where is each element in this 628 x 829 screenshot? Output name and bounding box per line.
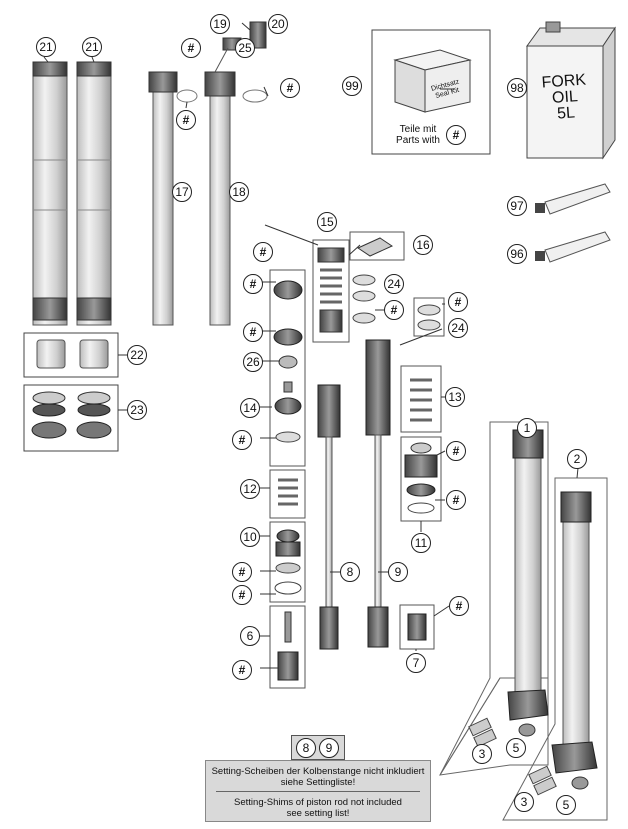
callout-96: 96 [507, 244, 527, 264]
spring-assembly [317, 247, 345, 333]
callout-hash: # [181, 38, 201, 58]
callout-18: 18 [229, 182, 249, 202]
callout-15: 15 [317, 212, 337, 232]
callout-hash: # [446, 490, 466, 510]
bushings [36, 339, 109, 369]
note-de-line-2: siehe Settingliste! [280, 777, 356, 788]
callout-20: 20 [268, 14, 288, 34]
oil-line-3: 5L [556, 104, 576, 123]
setting-shims-note: Setting-Scheiben der Kolbenstange nicht … [205, 760, 431, 822]
outer-tube-left [32, 61, 68, 326]
leader-lines [43, 22, 579, 669]
rings-24-right [417, 304, 441, 331]
callout-hash: # [449, 596, 469, 616]
callout-7: 7 [406, 653, 426, 673]
callout-hash: # [232, 585, 252, 605]
callout-hash: # [232, 430, 252, 450]
callout-25: 25 [235, 38, 255, 58]
rings-24 [352, 274, 376, 324]
seal-kit-box [393, 49, 472, 113]
callout-hash: # [384, 300, 404, 320]
spring-12 [278, 478, 298, 506]
note-en-line-1: Setting-Shims of piston rod not included [234, 797, 402, 808]
fork-oil-can [526, 21, 616, 160]
note-ref-9: 9 [319, 738, 339, 758]
callout-5-lower: 5 [556, 795, 576, 815]
grease-tube-97 [535, 183, 611, 215]
callout-24-upper: 24 [384, 274, 404, 294]
callout-hash: # [446, 441, 466, 461]
grease-tube-96 [535, 231, 611, 263]
fork-leg-2 [551, 491, 598, 774]
spring-13 [410, 378, 432, 422]
callout-10: 10 [240, 527, 260, 547]
base-valve-10 [274, 529, 302, 595]
piston-rod-8 [317, 384, 341, 650]
callout-8: 8 [340, 562, 360, 582]
callout-3-lower: 3 [514, 792, 534, 812]
callout-hash: # [253, 242, 273, 262]
kit-text-de: Teile mit [399, 124, 437, 135]
note-en-line-2: see setting list! [286, 808, 350, 819]
callout-13: 13 [445, 387, 465, 407]
kit-text-en: Parts with [396, 135, 440, 146]
callout-hash: # [446, 125, 466, 145]
callout-98: 98 [507, 78, 527, 98]
outer-tube-right [76, 61, 112, 326]
valve-stack-14 [273, 280, 303, 443]
callout-3-upper: 3 [472, 744, 492, 764]
callout-21-right: 21 [82, 37, 102, 57]
callout-22: 22 [127, 345, 147, 365]
callout-19: 19 [210, 14, 230, 34]
cartridge-tube-17 [148, 71, 178, 326]
callout-hash: # [448, 292, 468, 312]
callout-hash: # [243, 274, 263, 294]
piston-rod-9 [365, 339, 391, 648]
callout-11: 11 [411, 533, 431, 553]
cartridge-tube-18 [204, 71, 236, 326]
callout-17: 17 [172, 182, 192, 202]
callout-hash: # [232, 562, 252, 582]
callout-2: 2 [567, 449, 587, 469]
callout-23: 23 [127, 400, 147, 420]
axle-clamps [468, 717, 589, 796]
fork-leg-1 [507, 429, 549, 721]
seal-rings [31, 391, 112, 439]
valve-7 [407, 613, 427, 641]
callout-12: 12 [240, 479, 260, 499]
callout-hash: # [232, 660, 252, 680]
callout-99: 99 [342, 76, 362, 96]
note-ref-8: 8 [296, 738, 316, 758]
callout-16: 16 [413, 235, 433, 255]
callout-hash: # [176, 110, 196, 130]
callout-24-lower: 24 [448, 318, 468, 338]
oil-can-label: FORK OIL 5L [539, 72, 590, 123]
callout-5-upper: 5 [506, 738, 526, 758]
kit-parts-text: Teile mit Parts with [392, 124, 444, 146]
callout-14: 14 [240, 398, 260, 418]
callout-hash: # [280, 78, 300, 98]
callout-hash: # [243, 322, 263, 342]
callout-21-left: 21 [36, 37, 56, 57]
note-divider [216, 791, 420, 792]
callout-26: 26 [243, 352, 263, 372]
callout-1: 1 [517, 418, 537, 438]
callout-9: 9 [388, 562, 408, 582]
note-de-line-1: Setting-Scheiben der Kolbenstange nicht … [211, 766, 425, 777]
check-valve-6 [277, 611, 299, 681]
bracket-16 [356, 237, 394, 257]
callout-97: 97 [507, 196, 527, 216]
callout-6: 6 [240, 626, 260, 646]
valve-11 [404, 442, 438, 514]
